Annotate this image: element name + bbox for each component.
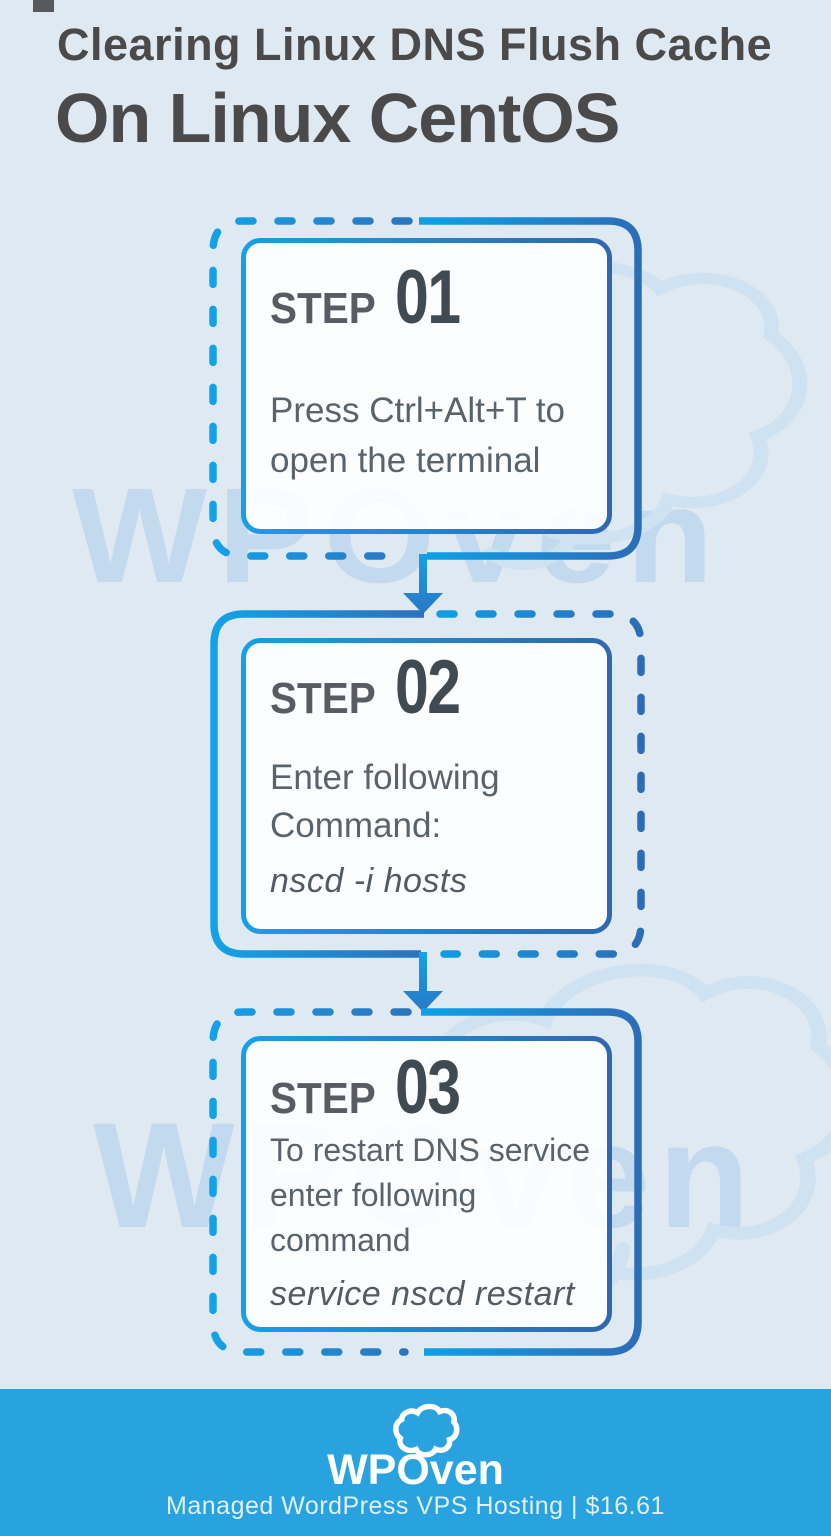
page-subtitle: On Linux CentOS: [55, 79, 620, 157]
step-label: STEP: [270, 1074, 376, 1123]
step-3-frame-solid: [421, 1008, 642, 1356]
step-line: enter following: [270, 1177, 477, 1213]
step-line: open the terminal: [270, 441, 541, 480]
step-1-frame-dashed: [209, 217, 413, 560]
footer-tagline: Managed WordPress VPS Hosting | $16.61: [166, 1492, 665, 1520]
step-line: To restart DNS service: [270, 1132, 591, 1168]
step-line: Enter following: [270, 758, 500, 797]
step-2-frame-dashed: [436, 610, 645, 958]
arrow-down-icon: [403, 554, 443, 614]
step-line: command: [270, 1222, 411, 1258]
step-label: STEP: [270, 674, 376, 723]
step-number: 01: [394, 255, 461, 340]
step-3-card: [241, 1036, 612, 1332]
step-3-description: To restart DNS service enter following c…: [270, 1128, 603, 1263]
step-1-card: [241, 238, 612, 534]
step-2-card: [241, 638, 612, 934]
step-number: 02: [394, 645, 461, 730]
step-1-description: Press Ctrl+Alt+T to open the terminal: [270, 386, 603, 486]
corner-artifact: [33, 0, 54, 12]
arrow-down-icon: [403, 952, 443, 1012]
step-number: 03: [394, 1045, 461, 1130]
page-title: Clearing Linux DNS Flush Cache: [57, 19, 773, 70]
step-2-frame-solid: [210, 610, 424, 958]
step-1-frame-solid: [419, 217, 642, 560]
step-2-command: nscd -i hosts: [270, 862, 468, 900]
step-2-description: Enter following Command:: [270, 754, 603, 850]
step-3-frame-dashed: [209, 1008, 412, 1356]
step-line: Press Ctrl+Alt+T to: [270, 391, 566, 430]
step-line: Command:: [270, 806, 442, 845]
brand-name: WPOven: [327, 1446, 504, 1494]
step-3-command: service nscd restart: [270, 1275, 575, 1313]
step-label: STEP: [270, 284, 376, 333]
